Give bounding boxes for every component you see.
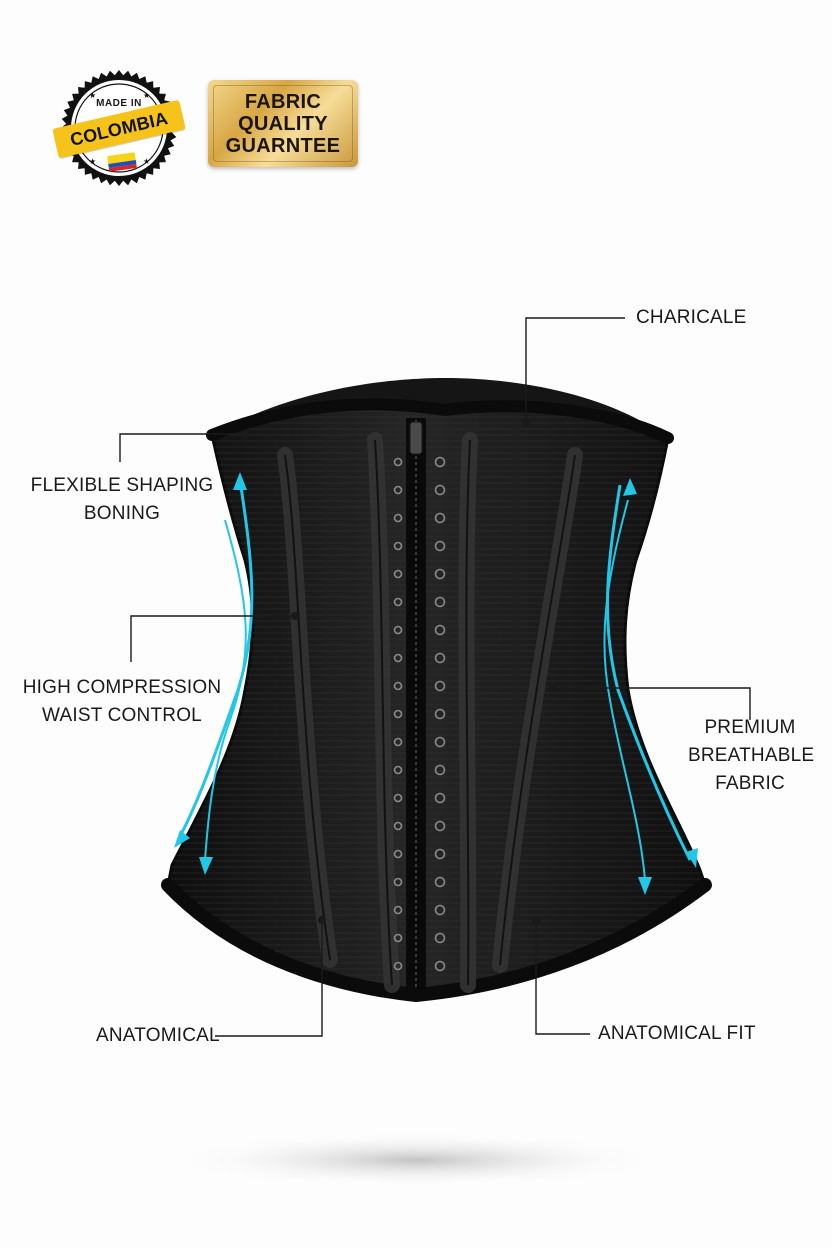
hook-eye-icon [393, 709, 403, 719]
star-icon: ★ [89, 157, 96, 166]
hook-eye-icon [393, 849, 403, 859]
star-icon: ★ [143, 157, 150, 166]
quality-line-3: GUARNTEE [225, 134, 341, 157]
leader-dot-icon [241, 418, 557, 924]
hook-eye-icon [434, 904, 446, 916]
hook-eye-icon [434, 792, 446, 804]
hook-eye-icon [393, 681, 403, 691]
hook-eye-icon [393, 961, 403, 971]
hook-eye-icon [434, 484, 446, 496]
fabric-quality-badge: FABRIC QUALITY GUARNTEE [208, 80, 358, 167]
top-binding [206, 398, 674, 444]
hook-eye-icon [434, 568, 446, 580]
zipper-pull-icon [409, 421, 423, 455]
front-zipper-track [406, 418, 426, 993]
star-icon: ★ [143, 91, 150, 100]
hook-eye-icon [434, 820, 446, 832]
callout-breathable-fabric: PREMIUM BREATHABLE FABRIC [688, 717, 815, 794]
callout-leaders [119, 317, 751, 1037]
callout-anatomical: ANATOMICAL [96, 1025, 220, 1046]
made-in-colombia-seal: ★ ★ ★ ★ MADE IN COLOMBIA [52, 68, 186, 188]
hook-and-eye-closure [393, 456, 446, 972]
quality-line-2: QUALITY [238, 112, 328, 135]
made-in-text: MADE IN [96, 98, 142, 109]
hook-eye-icon [434, 596, 446, 608]
hook-eye-icon [393, 793, 403, 803]
hook-eye-icon [434, 540, 446, 552]
callout-flexible-boning: FLEXIBLE SHAPING BONING [30, 475, 214, 524]
hook-eye-icon [393, 737, 403, 747]
hook-eye-icon [434, 456, 446, 468]
callout-anatomical-fit: ANATOMICAL FIT [598, 1023, 756, 1044]
hook-eye-icon [393, 821, 403, 831]
hook-eye-icon [393, 569, 403, 579]
hook-eye-icon [434, 512, 446, 524]
hook-eye-icon [393, 653, 403, 663]
hook-eye-icon [434, 876, 446, 888]
hook-eye-icon [434, 652, 446, 664]
hook-eye-icon [434, 848, 446, 860]
hook-eye-icon [393, 597, 403, 607]
hook-eye-icon [393, 457, 403, 467]
hook-eye-icon [434, 680, 446, 692]
hook-eye-icon [393, 541, 403, 551]
hook-eye-icon [434, 764, 446, 776]
hook-eye-icon [393, 625, 403, 635]
hook-eye-icon [434, 960, 446, 972]
hook-eye-icon [393, 485, 403, 495]
hook-eye-icon [393, 877, 403, 887]
hook-eye-icon [393, 513, 403, 523]
hook-eye-icon [434, 708, 446, 720]
bottom-binding [161, 878, 712, 1003]
hook-eye-icon [434, 932, 446, 944]
arrowhead-icon [174, 472, 698, 895]
hook-eye-icon [393, 933, 403, 943]
hook-eye-icon [393, 765, 403, 775]
callout-top-right: CHARICALE [636, 307, 747, 328]
hook-eye-icon [393, 905, 403, 915]
quality-line-1: FABRIC [244, 90, 322, 113]
hook-eye-icon [434, 624, 446, 636]
floor-shadow [166, 1132, 666, 1188]
callout-high-compression: HIGH COMPRESSION WAIST CONTROL [22, 677, 222, 726]
star-icon: ★ [89, 91, 96, 100]
hook-eye-icon [434, 736, 446, 748]
